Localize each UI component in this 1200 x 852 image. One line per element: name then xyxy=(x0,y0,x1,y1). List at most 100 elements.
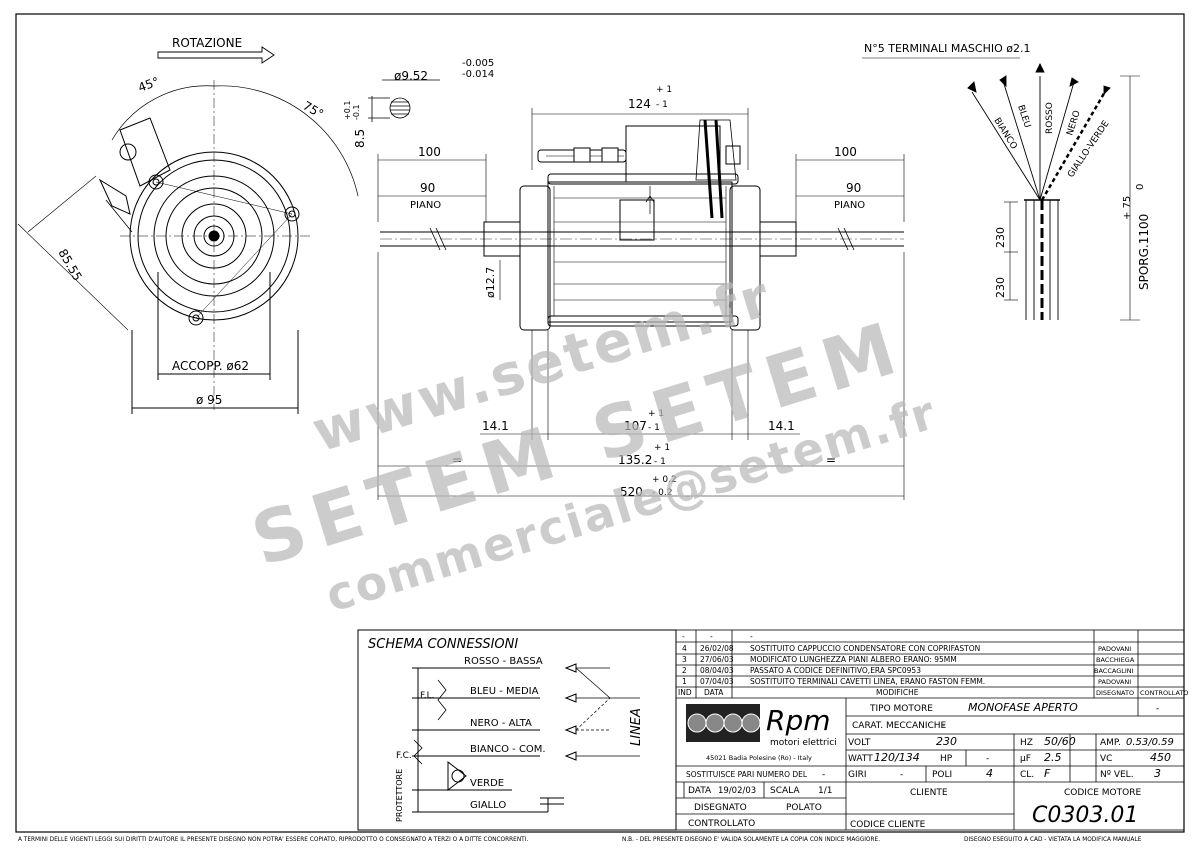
dim-520-tol-top: + 0.2 xyxy=(652,475,677,485)
company-address: 45021 Badia Polesine (Ro) - Italy xyxy=(706,754,812,762)
rev-header-ind: IND xyxy=(678,688,692,697)
wire-bleu: BLEU - MEDIA xyxy=(470,686,539,697)
dim-100-right: 100 xyxy=(834,145,857,159)
scala-value: 1/1 xyxy=(818,786,832,796)
dim-107-tol-bot: - 1 xyxy=(648,423,660,433)
watt-label: WATT xyxy=(848,754,873,764)
angle-45-dim: 45° xyxy=(136,74,161,94)
shaft-section xyxy=(368,79,440,122)
terminals-label: N°5 TERMINALI MASCHIO ø2.1 xyxy=(864,42,1030,55)
protettore-label: PROTETTORE xyxy=(395,769,404,822)
sostituisce-label: SOSTITUISCE PARI NUMERO DEL xyxy=(686,770,808,779)
dim-124-tol-top: + 1 xyxy=(656,85,672,95)
rev-header-modifiche: MODIFICHE xyxy=(876,688,919,697)
rev-ind: 2 xyxy=(682,666,687,675)
dim-107-tol-top: + 1 xyxy=(648,409,664,419)
codice-motore-label: CODICE MOTORE xyxy=(1064,788,1141,798)
amp-label: AMP. xyxy=(1100,738,1121,748)
rev-desc: SOSTITUITO TERMINALI CAVETTI LINEA, ERAN… xyxy=(750,677,985,686)
flat-tol-top: +0.1 xyxy=(343,101,352,120)
cl-label: CL. xyxy=(1020,770,1034,780)
dim-135-tol-bot: - 1 xyxy=(654,457,666,467)
dim-accopp: ACCOPP. ø62 xyxy=(172,359,249,373)
watt-value: 120/134 xyxy=(874,751,920,764)
uf-value: 2.5 xyxy=(1044,751,1062,764)
dim-100-left: 100 xyxy=(418,145,441,159)
dim-90-left: 90 xyxy=(420,181,435,195)
side-view xyxy=(377,108,905,500)
volt-value: 230 xyxy=(936,735,957,748)
rev-by: BACCHIEGA xyxy=(1096,656,1135,664)
cliente-label: CLIENTE xyxy=(910,788,948,798)
company-name: Rpm xyxy=(766,704,831,737)
rev-desc: PASSATO A CODICE DEFINITIVO,ERA SPC0953 xyxy=(750,666,921,675)
rev-header-data: DATA xyxy=(704,688,724,697)
rotation-label: ROTAZIONE xyxy=(172,36,242,50)
dim-124-tol-bot: - 1 xyxy=(656,100,668,110)
giri-value: - xyxy=(900,770,903,780)
company-subtitle: motori elettrici xyxy=(770,738,837,748)
tipo-motore-value: MONOFASE APERTO xyxy=(968,701,1078,714)
sostituisce-value: - xyxy=(822,770,825,780)
controllato-label: CONTROLLATO xyxy=(688,819,755,829)
tipo-dash: - xyxy=(1156,704,1159,714)
hp-value: - xyxy=(986,754,989,764)
linea-label: LINEA xyxy=(629,708,644,746)
disegnato-value: POLATO xyxy=(786,803,822,813)
nvel-label: Nº VEL. xyxy=(1100,770,1134,780)
company-logo xyxy=(686,704,761,742)
data-value: 19/02/03 xyxy=(718,786,756,796)
uf-label: µF xyxy=(1020,754,1031,764)
hz-value: 50/60 xyxy=(1044,735,1076,748)
spec-fields: TIPO MOTORE MONOFASE APERTO - CARAT. MEC… xyxy=(686,701,1174,830)
footer-copyright: A TERMINI DELLE VIGENTI LEGGI SUI DIRITT… xyxy=(18,837,528,843)
dim-95: ø 95 xyxy=(196,393,222,407)
rev-header-disegnato: DISEGNATO xyxy=(1096,689,1134,697)
wire-bianco: BIANCO - COM. xyxy=(470,744,546,755)
dim-eq-right: = xyxy=(826,453,836,467)
angle-75-dim: 75° xyxy=(301,98,326,121)
dim-14-1-left: 14.1 xyxy=(482,419,509,433)
dim-135-2: 135.2 xyxy=(618,453,652,467)
shaft-tol-top: -0.005 xyxy=(462,58,494,69)
rev-data: 27/06/03 xyxy=(700,655,734,664)
dim-520-tol-bot: - 0.2 xyxy=(652,488,672,498)
dim-85-55: 85.55 xyxy=(55,247,84,284)
rev-desc: - xyxy=(750,632,753,641)
rev-ind: 1 xyxy=(682,677,687,686)
dim-230-a: 230 xyxy=(994,227,1007,248)
dim-12-7: ø12.7 xyxy=(484,267,497,298)
vc-value: 450 xyxy=(1150,751,1171,764)
flat-tol-bot: -0.1 xyxy=(352,104,361,120)
dim-eq-left: = xyxy=(452,453,462,467)
flat-dim: 8.5 xyxy=(353,129,367,148)
dim-520: 520 xyxy=(620,485,643,499)
rev-ind: - xyxy=(682,632,685,641)
rev-by: PADOVANI xyxy=(1098,645,1131,653)
rev-ind: 3 xyxy=(682,655,687,664)
watermark: www.setem.fr SETEM SETEM commerciale@set… xyxy=(242,264,943,623)
schema-title: SCHEMA CONNESSIONI xyxy=(368,637,518,652)
shaft-diameter: ø9.52 xyxy=(394,69,428,83)
poli-value: 4 xyxy=(986,767,993,780)
footer-cad: DISEGNO ESEGUITO A CAD - VIETATA LA MODI… xyxy=(964,837,1142,843)
hz-label: HZ xyxy=(1020,738,1033,748)
front-view xyxy=(17,46,359,414)
codice-cliente-label: CODICE CLIENTE xyxy=(850,820,926,830)
fc-label: F.C. xyxy=(396,751,412,761)
piano-left: PIANO xyxy=(410,200,441,211)
poli-label: POLI xyxy=(932,770,952,780)
wire-giallo: GIALLO xyxy=(470,800,506,811)
tipo-motore-label: TIPO MOTORE xyxy=(869,704,933,714)
wire-verde: VERDE xyxy=(470,778,504,789)
data-label: DATA xyxy=(688,786,712,796)
hp-label: HP xyxy=(940,754,953,764)
rev-by: PADOVANI xyxy=(1098,678,1131,686)
piano-right: PIANO xyxy=(834,200,865,211)
title-block-grid xyxy=(675,629,1185,831)
sheet-border xyxy=(15,13,1185,833)
footer-note: N.B. - DEL PRESENTE DISEGNO E' VALIDA SO… xyxy=(622,837,880,843)
revision-table: - - - 4 26/02/08 SOSTITUITO CAPPUCCIO CO… xyxy=(678,632,1189,697)
rev-data: - xyxy=(710,632,713,641)
carat-label: CARAT. MECCANICHE xyxy=(852,721,947,731)
